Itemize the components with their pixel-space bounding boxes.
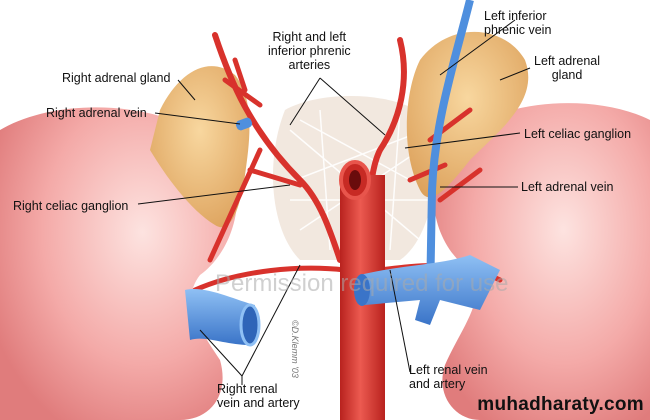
right-adrenal-vein xyxy=(235,117,253,131)
label-phrenic-arteries: Right and left inferior phrenic arteries xyxy=(268,30,351,72)
right-adrenal-gland xyxy=(150,66,250,228)
label-line: phrenic vein xyxy=(484,23,552,37)
label-right-adrenal-vein: Right adrenal vein xyxy=(46,106,147,120)
label-line: vein and artery xyxy=(217,396,300,410)
label-line: Right and left xyxy=(272,30,347,44)
label-left-celiac-ganglion: Left celiac ganglion xyxy=(524,127,632,141)
artist-signature: ©D.Klemm '03 xyxy=(290,320,300,378)
site-watermark: muhadharaty.com xyxy=(477,394,644,415)
label-line: inferior phrenic xyxy=(268,44,351,58)
label-left-inferior-phrenic-vein: Left inferior phrenic vein xyxy=(484,9,551,37)
left-kidney xyxy=(433,103,650,420)
label-line: and artery xyxy=(409,377,466,391)
label-right-renal: Right renal vein and artery xyxy=(217,382,300,410)
label-line: gland xyxy=(551,68,583,82)
label-line: Right renal xyxy=(217,382,278,396)
label-line: Left adrenal xyxy=(534,54,601,68)
watermark: Permission required for use xyxy=(215,270,509,297)
label-line: Left renal vein xyxy=(409,363,488,377)
label-left-adrenal-gland: Left adrenal gland xyxy=(534,54,600,82)
left-renal-vein xyxy=(360,255,500,325)
label-left-adrenal-vein: Left adrenal vein xyxy=(521,180,614,194)
left-inferior-phrenic-vein xyxy=(426,0,474,301)
label-right-adrenal-gland: Right adrenal gland xyxy=(62,71,171,85)
label-line: arteries xyxy=(288,58,331,72)
label-left-renal: Left renal vein and artery xyxy=(409,363,488,391)
label-line: Left inferior xyxy=(484,9,547,23)
right-renal-vein xyxy=(185,288,255,345)
label-right-celiac-ganglion: Right celiac ganglion xyxy=(13,199,129,213)
